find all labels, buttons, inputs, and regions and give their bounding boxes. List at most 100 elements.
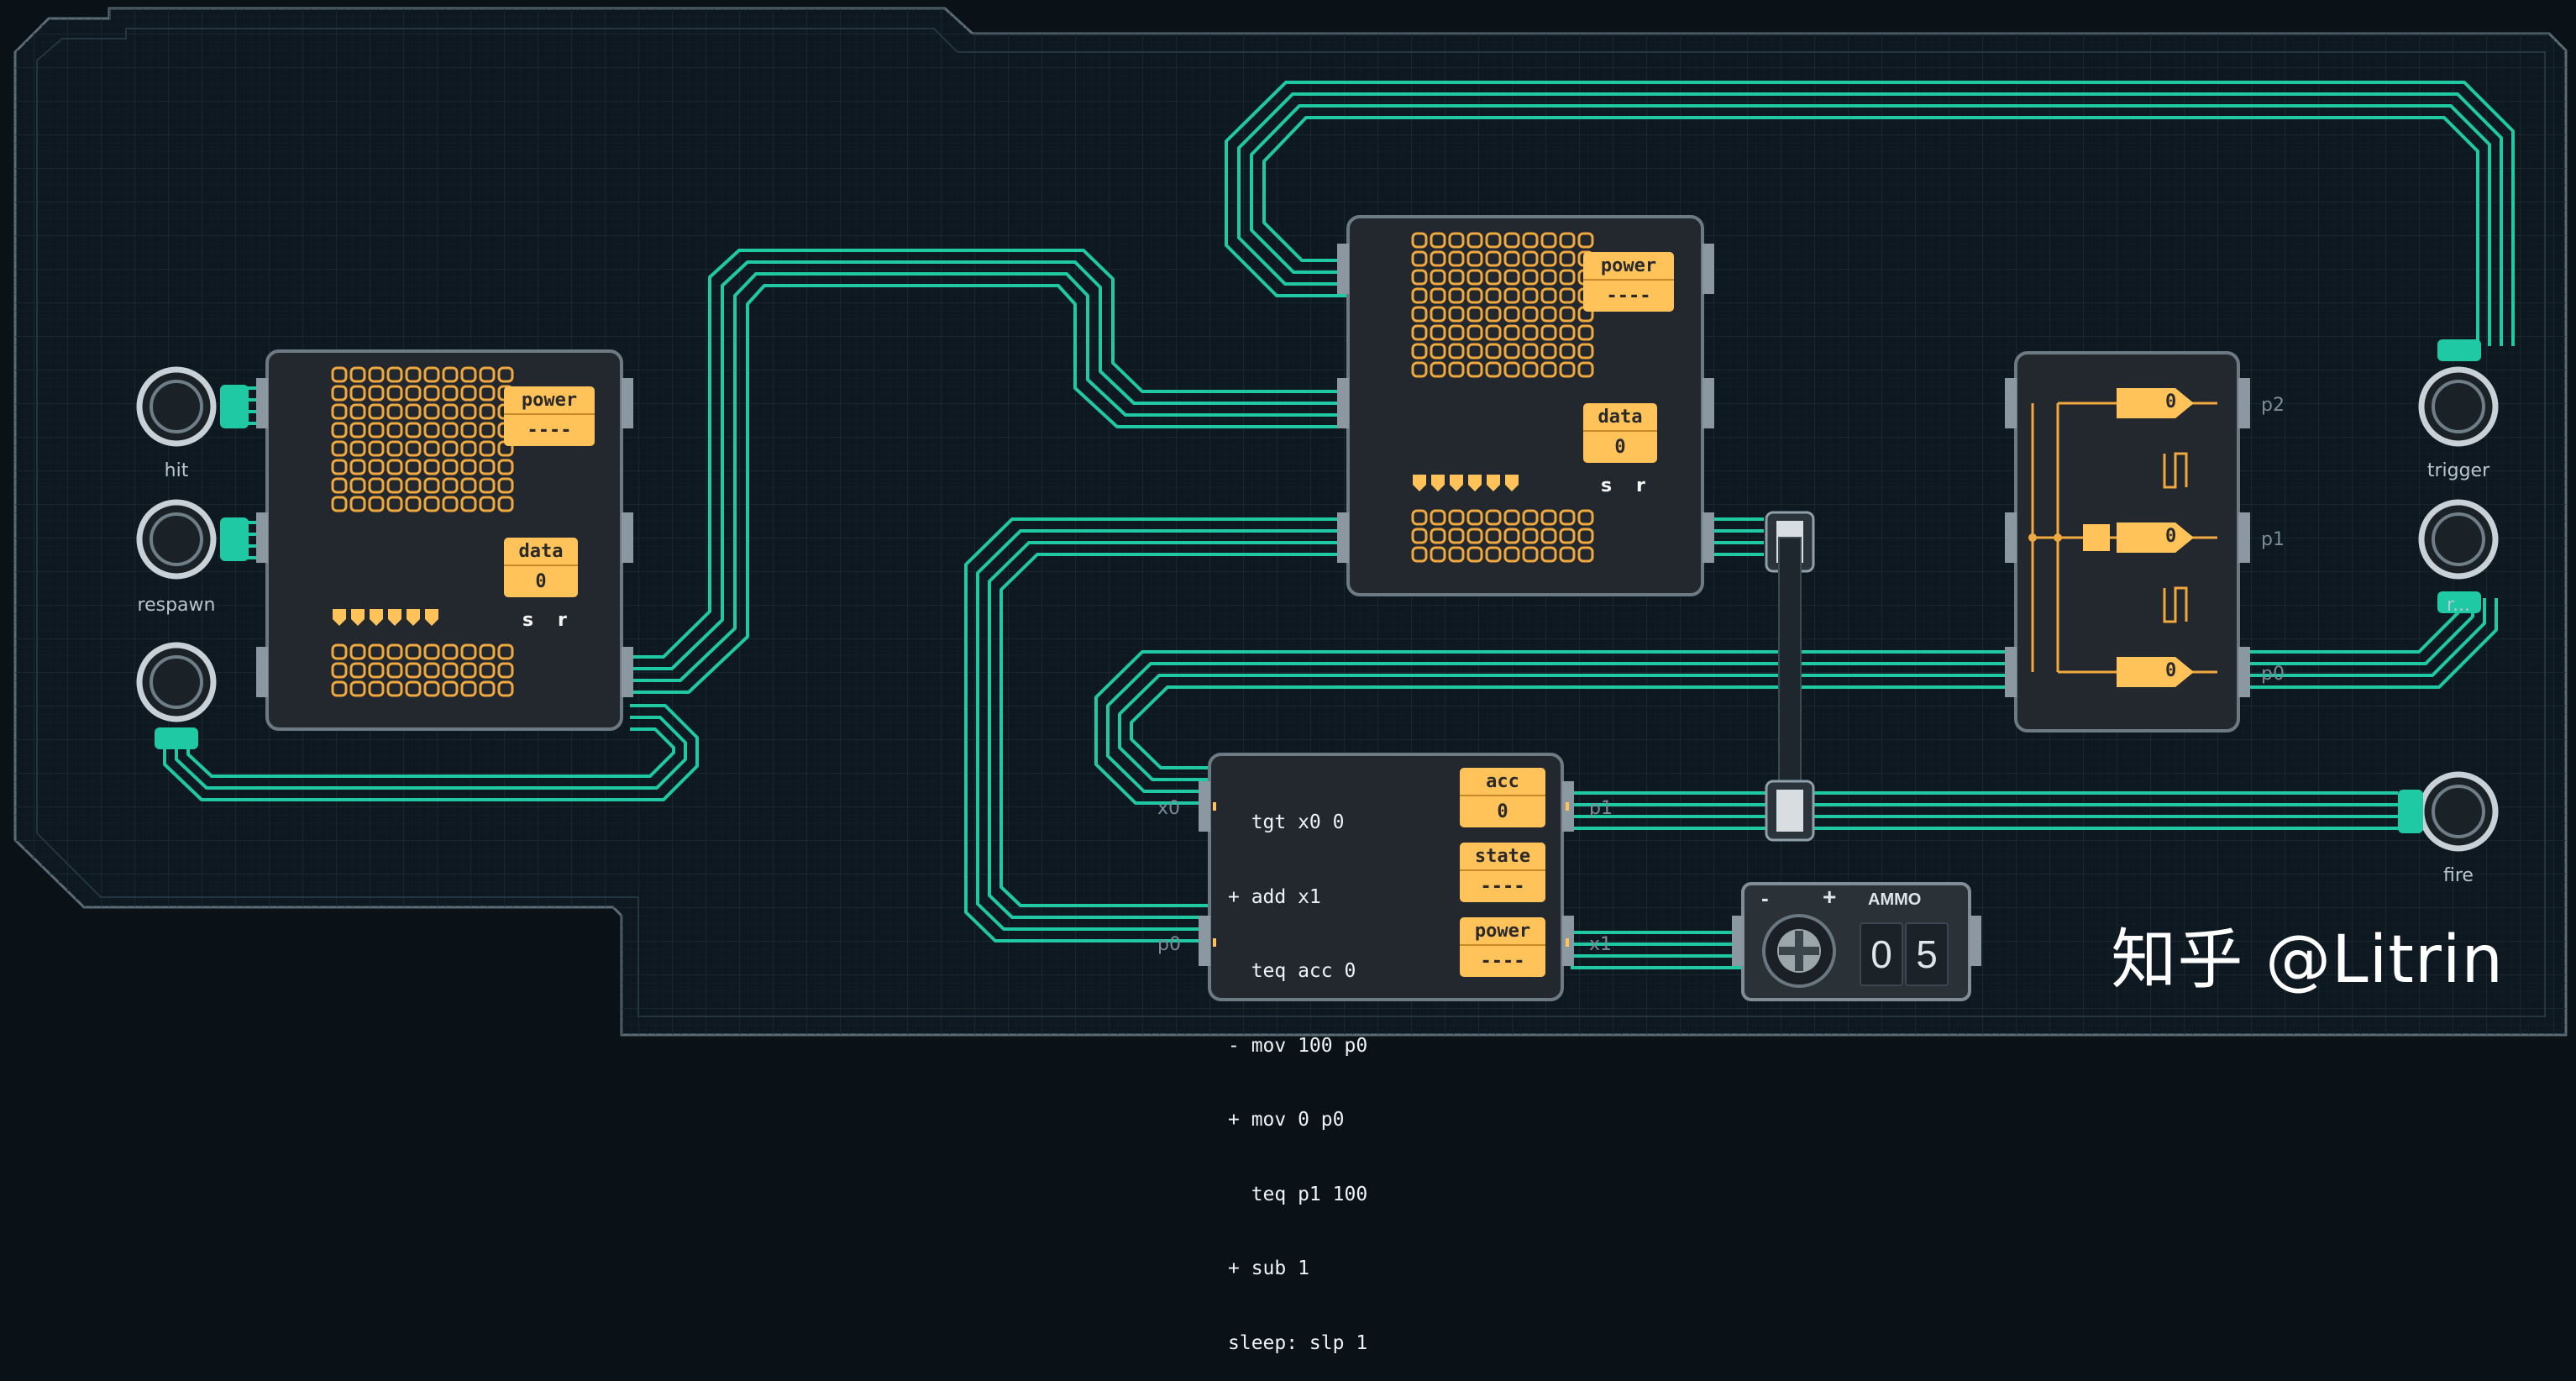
chip-splitter[interactable]	[2005, 351, 2250, 733]
top-data-register: data 0	[1583, 403, 1657, 463]
mesh-cell	[405, 496, 422, 512]
logic-gate	[1450, 475, 1463, 491]
mesh-cell	[1430, 269, 1446, 286]
mesh-cell	[405, 440, 422, 457]
controller-code[interactable]: tgt x0 0 + add x1 teq acc 0 - mov 100 p0…	[1228, 761, 1367, 1381]
mesh-cell	[1466, 324, 1483, 341]
mesh-cell	[368, 385, 385, 402]
mesh-cell	[1503, 306, 1520, 323]
mesh-cell	[405, 366, 422, 383]
ammo-plus[interactable]: +	[1823, 884, 1837, 910]
mesh-cell	[479, 477, 496, 494]
mesh-cell	[349, 477, 366, 494]
mesh-cell	[479, 440, 496, 457]
mesh-cell	[1411, 343, 1428, 360]
mesh-cell	[460, 403, 477, 420]
mesh-cell	[1411, 324, 1428, 341]
mesh-cell	[349, 459, 366, 475]
code-line: - mov 100 p0	[1228, 1034, 1368, 1057]
mesh-cell	[386, 366, 403, 383]
code-line: + mov 0 p0	[1228, 1109, 1345, 1131]
mesh-cell	[331, 366, 348, 383]
mesh-cell	[460, 662, 477, 679]
mesh-cell	[1411, 232, 1428, 249]
mesh-cell	[423, 385, 440, 402]
mesh-cell	[1577, 343, 1594, 360]
mesh-cell	[386, 459, 403, 475]
mesh-cell	[1430, 232, 1446, 249]
logic-gate	[370, 609, 383, 626]
code-line: + sub 1	[1228, 1258, 1309, 1279]
mesh-cell	[331, 496, 348, 512]
mesh-cell	[1522, 287, 1539, 304]
mesh-cell	[1411, 509, 1428, 526]
mesh-cell	[460, 496, 477, 512]
mesh-cell	[331, 422, 348, 438]
left-pin-s: s	[522, 610, 534, 631]
mesh-cell	[1522, 232, 1539, 249]
mesh-cell	[442, 403, 459, 420]
mesh-cell	[386, 440, 403, 457]
mesh-cell	[405, 422, 422, 438]
mesh-cell	[368, 440, 385, 457]
ammo-minus[interactable]: -	[1761, 885, 1769, 911]
mesh-cell	[1466, 250, 1483, 267]
mesh-cell	[497, 366, 514, 383]
wire-bundles	[163, 81, 2515, 969]
mesh-cell	[1503, 250, 1520, 267]
code-line: sleep: slp 1	[1228, 1331, 1368, 1354]
pin-label-p1-controller: p1	[1589, 798, 1613, 819]
mesh-cell	[331, 662, 348, 679]
mesh-cell	[1448, 509, 1465, 526]
mesh-cell	[1485, 306, 1502, 323]
left-data-register: data 0	[504, 538, 578, 597]
gate-p1	[2117, 522, 2194, 553]
mesh-cell	[349, 662, 366, 679]
port-hit	[136, 366, 249, 447]
mesh-cell	[442, 440, 459, 457]
mesh-cell	[1485, 250, 1502, 267]
mesh-cell	[1559, 324, 1576, 341]
mesh-cell	[1540, 509, 1557, 526]
mesh-cell	[1430, 306, 1446, 323]
mesh-cell	[442, 366, 459, 383]
port-label-r: r...	[2446, 595, 2470, 616]
mesh-cell	[479, 496, 496, 512]
mesh-cell	[349, 385, 366, 402]
mesh-cell	[1485, 509, 1502, 526]
left-power-title: power	[504, 386, 595, 415]
top-pin-s: s	[1601, 475, 1613, 496]
mesh-cell	[1430, 287, 1446, 304]
mesh-cell	[442, 385, 459, 402]
mesh-cell	[349, 422, 366, 438]
mesh-cell	[1522, 546, 1539, 563]
port-r	[2418, 499, 2499, 613]
top-pin-r: r	[1636, 475, 1645, 496]
mesh-cell	[1448, 343, 1465, 360]
mesh-cell	[1577, 361, 1594, 378]
wire-bridge[interactable]	[1765, 511, 1815, 842]
mesh-cell	[423, 440, 440, 457]
mesh-cell	[460, 680, 477, 697]
mesh-cell	[497, 643, 514, 660]
mesh-cell	[405, 385, 422, 402]
mesh-cell	[1540, 306, 1557, 323]
register-acc-title: acc	[1460, 768, 1545, 796]
code-line: teq p1 100	[1228, 1183, 1368, 1205]
mesh-cell	[1485, 528, 1502, 544]
mesh-cell	[1485, 546, 1502, 563]
mesh-cell	[1577, 528, 1594, 544]
logic-gate	[351, 609, 365, 626]
mesh-cell	[1448, 324, 1465, 341]
mesh-cell	[1522, 324, 1539, 341]
mesh-cell	[349, 366, 366, 383]
mesh-cell	[349, 440, 366, 457]
mesh-cell	[331, 403, 348, 420]
register-acc: acc 0	[1460, 768, 1545, 827]
mesh-cell	[1540, 287, 1557, 304]
register-state-value: ----	[1480, 876, 1525, 897]
mesh-cell	[1503, 324, 1520, 341]
mesh-cell	[1522, 269, 1539, 286]
mesh-cell	[368, 662, 385, 679]
mesh-cell	[1503, 509, 1520, 526]
